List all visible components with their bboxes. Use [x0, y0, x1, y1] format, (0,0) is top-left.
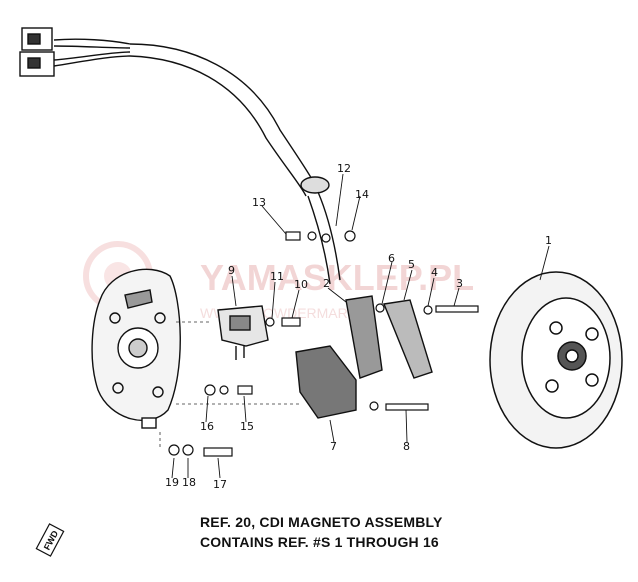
part-label-12: 12 — [337, 162, 351, 175]
part-label-10: 10 — [294, 278, 308, 291]
part-label-11: 11 — [270, 270, 284, 283]
wiring-harness — [19, 27, 341, 285]
part-label-17: 17 — [213, 478, 227, 491]
dash-guide-lines — [159, 321, 300, 450]
fasteners — [168, 230, 479, 457]
stator-base-plate — [91, 268, 181, 429]
caption-line-2: CONTAINS REF. #S 1 THROUGH 16 — [200, 534, 439, 550]
part-label-1: 1 — [545, 234, 552, 247]
part-label-14: 14 — [355, 188, 369, 201]
caption-line-1: REF. 20, CDI MAGNETO ASSEMBLY — [200, 514, 443, 530]
part-label-19: 19 — [165, 476, 179, 489]
leader-lines — [171, 173, 550, 479]
part-label-2: 2 — [323, 277, 330, 290]
part-label-18: 18 — [182, 476, 196, 489]
part-label-7: 7 — [330, 440, 337, 453]
part-label-6: 6 — [388, 252, 395, 265]
flywheel-rotor — [489, 271, 623, 449]
part-label-13: 13 — [252, 196, 266, 209]
part-label-15: 15 — [240, 420, 254, 433]
part-label-4: 4 — [431, 266, 438, 279]
fwd-badge: FWD — [35, 523, 65, 557]
pickup-coil — [217, 305, 269, 360]
part-label-3: 3 — [456, 277, 463, 290]
part-labels: 1 2 3 4 5 6 7 8 9 10 11 12 13 14 15 16 1… — [165, 162, 552, 491]
part-label-8: 8 — [403, 440, 410, 453]
part-label-16: 16 — [200, 420, 214, 433]
source-coil — [295, 295, 433, 419]
part-label-5: 5 — [408, 258, 415, 271]
part-label-9: 9 — [228, 264, 235, 277]
